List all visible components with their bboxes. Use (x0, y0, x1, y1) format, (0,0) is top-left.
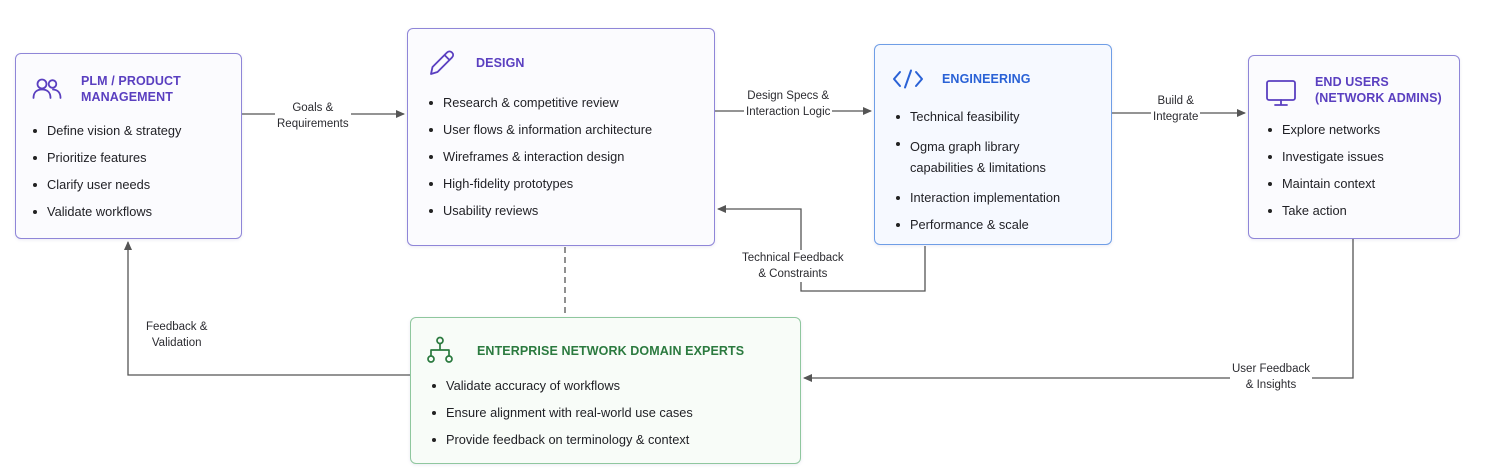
list-item: Wireframes & interaction design (428, 149, 652, 164)
list-item: Ensure alignment with real-world use cas… (431, 405, 693, 420)
node-end-users-title: END USERS(NETWORK ADMINS) (1315, 75, 1442, 105)
node-design: DESIGN Research & competitive review Use… (407, 28, 715, 246)
node-domain-experts-list: Validate accuracy of workflows Ensure al… (431, 378, 693, 459)
list-item: Investigate issues (1267, 149, 1384, 164)
list-item: Usability reviews (428, 203, 652, 218)
edge-label-build: Build &Integrate (1151, 93, 1201, 125)
monitor-icon (1266, 80, 1296, 106)
list-item: Research & competitive review (428, 95, 652, 110)
hierarchy-icon (427, 336, 453, 363)
edge-label-goals: Goals &Requirements (275, 100, 351, 132)
node-engineering: ENGINEERING Technical feasibility Ogma g… (874, 44, 1112, 245)
list-item: Validate workflows (32, 204, 181, 219)
edge-feedback-validation-arrow (124, 241, 410, 376)
node-end-users: END USERS(NETWORK ADMINS) Explore networ… (1248, 55, 1460, 239)
node-plm-list: Define vision & strategy Prioritize feat… (32, 123, 181, 231)
edge-user-feedback-arrow (803, 239, 1354, 382)
list-item: Ogma graph library capabilities & limita… (895, 136, 1078, 178)
edge-label-tech-feedback: Technical Feedback& Constraints (740, 250, 846, 282)
edge-label-design-specs: Design Specs &Interaction Logic (744, 88, 833, 120)
list-item: Validate accuracy of workflows (431, 378, 693, 393)
list-item: High-fidelity prototypes (428, 176, 652, 191)
list-item: Define vision & strategy (32, 123, 181, 138)
list-item: Clarify user needs (32, 177, 181, 192)
node-design-title: DESIGN (476, 56, 525, 70)
node-domain-experts: ENTERPRISE NETWORK DOMAIN EXPERTS Valida… (410, 317, 801, 464)
list-item: Maintain context (1267, 176, 1384, 191)
code-icon (893, 69, 923, 89)
edge-tech-feedback-arrow (717, 205, 926, 292)
edge-label-user-feedback: User Feedback& Insights (1230, 361, 1312, 393)
list-item: Technical feasibility (895, 109, 1107, 124)
list-item: Provide feedback on terminology & contex… (431, 432, 693, 447)
edge-label-feedback-validation: Feedback &Validation (144, 319, 210, 351)
list-item: Interaction implementation (895, 190, 1107, 205)
list-item: Take action (1267, 203, 1384, 218)
node-domain-experts-title: ENTERPRISE NETWORK DOMAIN EXPERTS (477, 344, 745, 358)
list-item: User flows & information architecture (428, 122, 652, 137)
list-item: Performance & scale (895, 217, 1107, 232)
node-engineering-list: Technical feasibility Ogma graph library… (895, 109, 1107, 244)
list-item: Explore networks (1267, 122, 1384, 137)
node-end-users-list: Explore networks Investigate issues Main… (1267, 122, 1384, 230)
users-icon (32, 78, 62, 99)
list-item: Prioritize features (32, 150, 181, 165)
node-design-list: Research & competitive review User flows… (428, 95, 652, 230)
node-engineering-title: ENGINEERING (942, 72, 1031, 86)
pencil-icon (430, 50, 455, 75)
